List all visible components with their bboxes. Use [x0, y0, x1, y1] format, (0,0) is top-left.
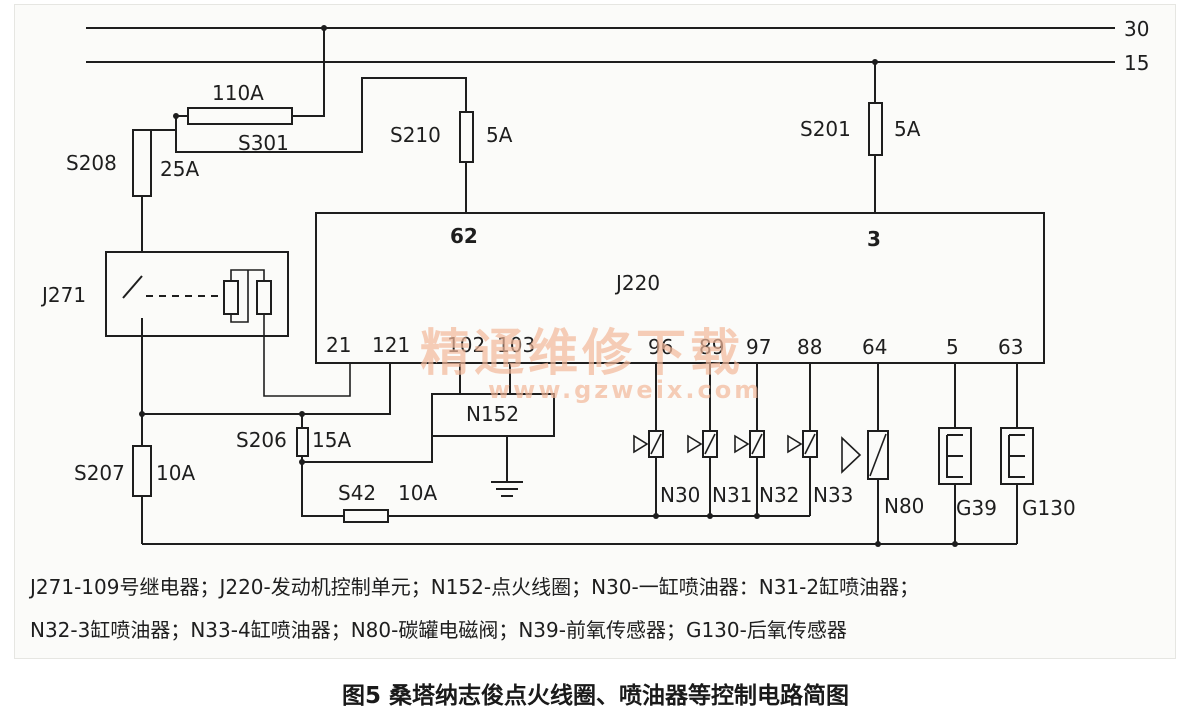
sensor-g130-label: G130 — [1022, 496, 1076, 520]
fuse-s42-name: S42 — [338, 481, 376, 505]
injector-n33-label: N33 — [813, 483, 853, 507]
wire-s206-s42 — [301, 456, 344, 517]
injector-n32-label: N32 — [759, 483, 799, 507]
fuse-s201-name: S201 — [800, 117, 851, 141]
fuse-s210-rating: 5A — [486, 123, 513, 147]
fuse-s206-name: S206 — [236, 428, 287, 452]
fuse-s207 — [132, 445, 152, 497]
ecu-pin-63: 63 — [998, 335, 1023, 359]
ecu-pin-102: 102 — [447, 333, 485, 357]
wire-s301-s208 — [142, 115, 188, 131]
junction-dot — [139, 411, 145, 417]
ecu-pin-103: 103 — [497, 333, 535, 357]
fuse-s206-rating: 15A — [312, 428, 351, 452]
fuse-s42 — [343, 509, 389, 523]
wire-relay-pin121 — [142, 363, 391, 415]
relay-coil-link-mid — [230, 270, 249, 323]
junction-dot — [875, 541, 881, 547]
ecu-pin-21: 21 — [326, 333, 351, 357]
junction-dot — [707, 513, 713, 519]
ecu-pin-88: 88 — [797, 335, 822, 359]
sensor-g130 — [1000, 427, 1034, 485]
ecu-pin-97: 97 — [746, 335, 771, 359]
injector-n30 — [633, 430, 664, 458]
wire-s301-s210 — [175, 77, 467, 153]
fuse-s42-rating: 10A — [398, 481, 437, 505]
injector-n31 — [687, 430, 718, 458]
ecu-pin-5: 5 — [946, 335, 959, 359]
fuse-s206 — [296, 427, 309, 457]
legend-line-1: J271-109号继电器；J220-发动机控制单元；N152-点火线圈；N30-… — [30, 575, 920, 599]
rail-30-label: 30 — [1124, 17, 1149, 41]
junction-dot — [173, 113, 179, 119]
ecu-pin-64: 64 — [862, 335, 887, 359]
wire-rail30-s301 — [292, 28, 325, 117]
injector-n30-label: N30 — [660, 483, 700, 507]
legend-line-2: N32-3缸喷油器；N33-4缸喷油器；N80-碳罐电磁阀；N39-前氧传感器；… — [30, 618, 847, 642]
fuse-s207-name: S207 — [74, 461, 125, 485]
fuse-s210-name: S210 — [390, 123, 441, 147]
ecu-pin-89: 89 — [699, 335, 724, 359]
watermark-url: www.gzweix.com — [488, 376, 762, 404]
watermark: 精通维修下载 www.gzweix.com — [420, 324, 762, 404]
fuse-s301-rating: 110A — [212, 81, 264, 105]
fuse-s208-rating: 25A — [160, 157, 199, 181]
relay-switch-contact — [122, 275, 143, 299]
ecu-j220 — [315, 212, 1045, 364]
valve-n80-label: N80 — [884, 494, 924, 518]
wire-relay-pin21 — [263, 314, 351, 397]
ecu-pin-121: 121 — [372, 333, 410, 357]
ignition-coil-name: N152 — [466, 402, 519, 426]
sensor-g39-label: G39 — [956, 496, 997, 520]
ecu-pin-96: 96 — [648, 335, 673, 359]
injector-n33 — [787, 430, 818, 458]
wire-s206-coil — [302, 436, 433, 463]
fuse-s201-rating: 5A — [894, 117, 921, 141]
junction-dot — [299, 459, 305, 465]
injector-n31-label: N31 — [712, 483, 752, 507]
watermark-cn: 精通维修下载 — [420, 324, 744, 382]
relay-name: J271 — [40, 283, 86, 307]
ignition-coil-n152 — [431, 393, 555, 437]
junction-dot — [952, 541, 958, 547]
figure-caption: 图5 桑塔纳志俊点火线圈、喷油器等控制电路简图 — [341, 683, 849, 709]
fuse-s208-name: S208 — [66, 151, 117, 175]
ecu-pin-3: 3 — [867, 227, 881, 251]
junction-dot — [653, 513, 659, 519]
valve-n80 — [841, 430, 889, 480]
fuse-s301 — [187, 107, 293, 125]
sensor-g39 — [938, 427, 972, 485]
fuse-s207-rating: 10A — [156, 461, 195, 485]
rail-15-label: 15 — [1124, 51, 1149, 75]
injector-n32 — [734, 430, 765, 458]
junction-dot — [754, 513, 760, 519]
fuse-s210 — [459, 111, 474, 163]
fuse-s208 — [132, 129, 152, 197]
fuse-s201 — [868, 102, 883, 156]
relay-coil-left — [223, 280, 239, 315]
relay-coil-right — [256, 280, 272, 315]
ecu-pin-62: 62 — [450, 224, 478, 248]
legend: J271-109号继电器；J220-发动机控制单元；N152-点火线圈；N30-… — [30, 566, 1170, 652]
ecu-name: J220 — [614, 271, 660, 295]
